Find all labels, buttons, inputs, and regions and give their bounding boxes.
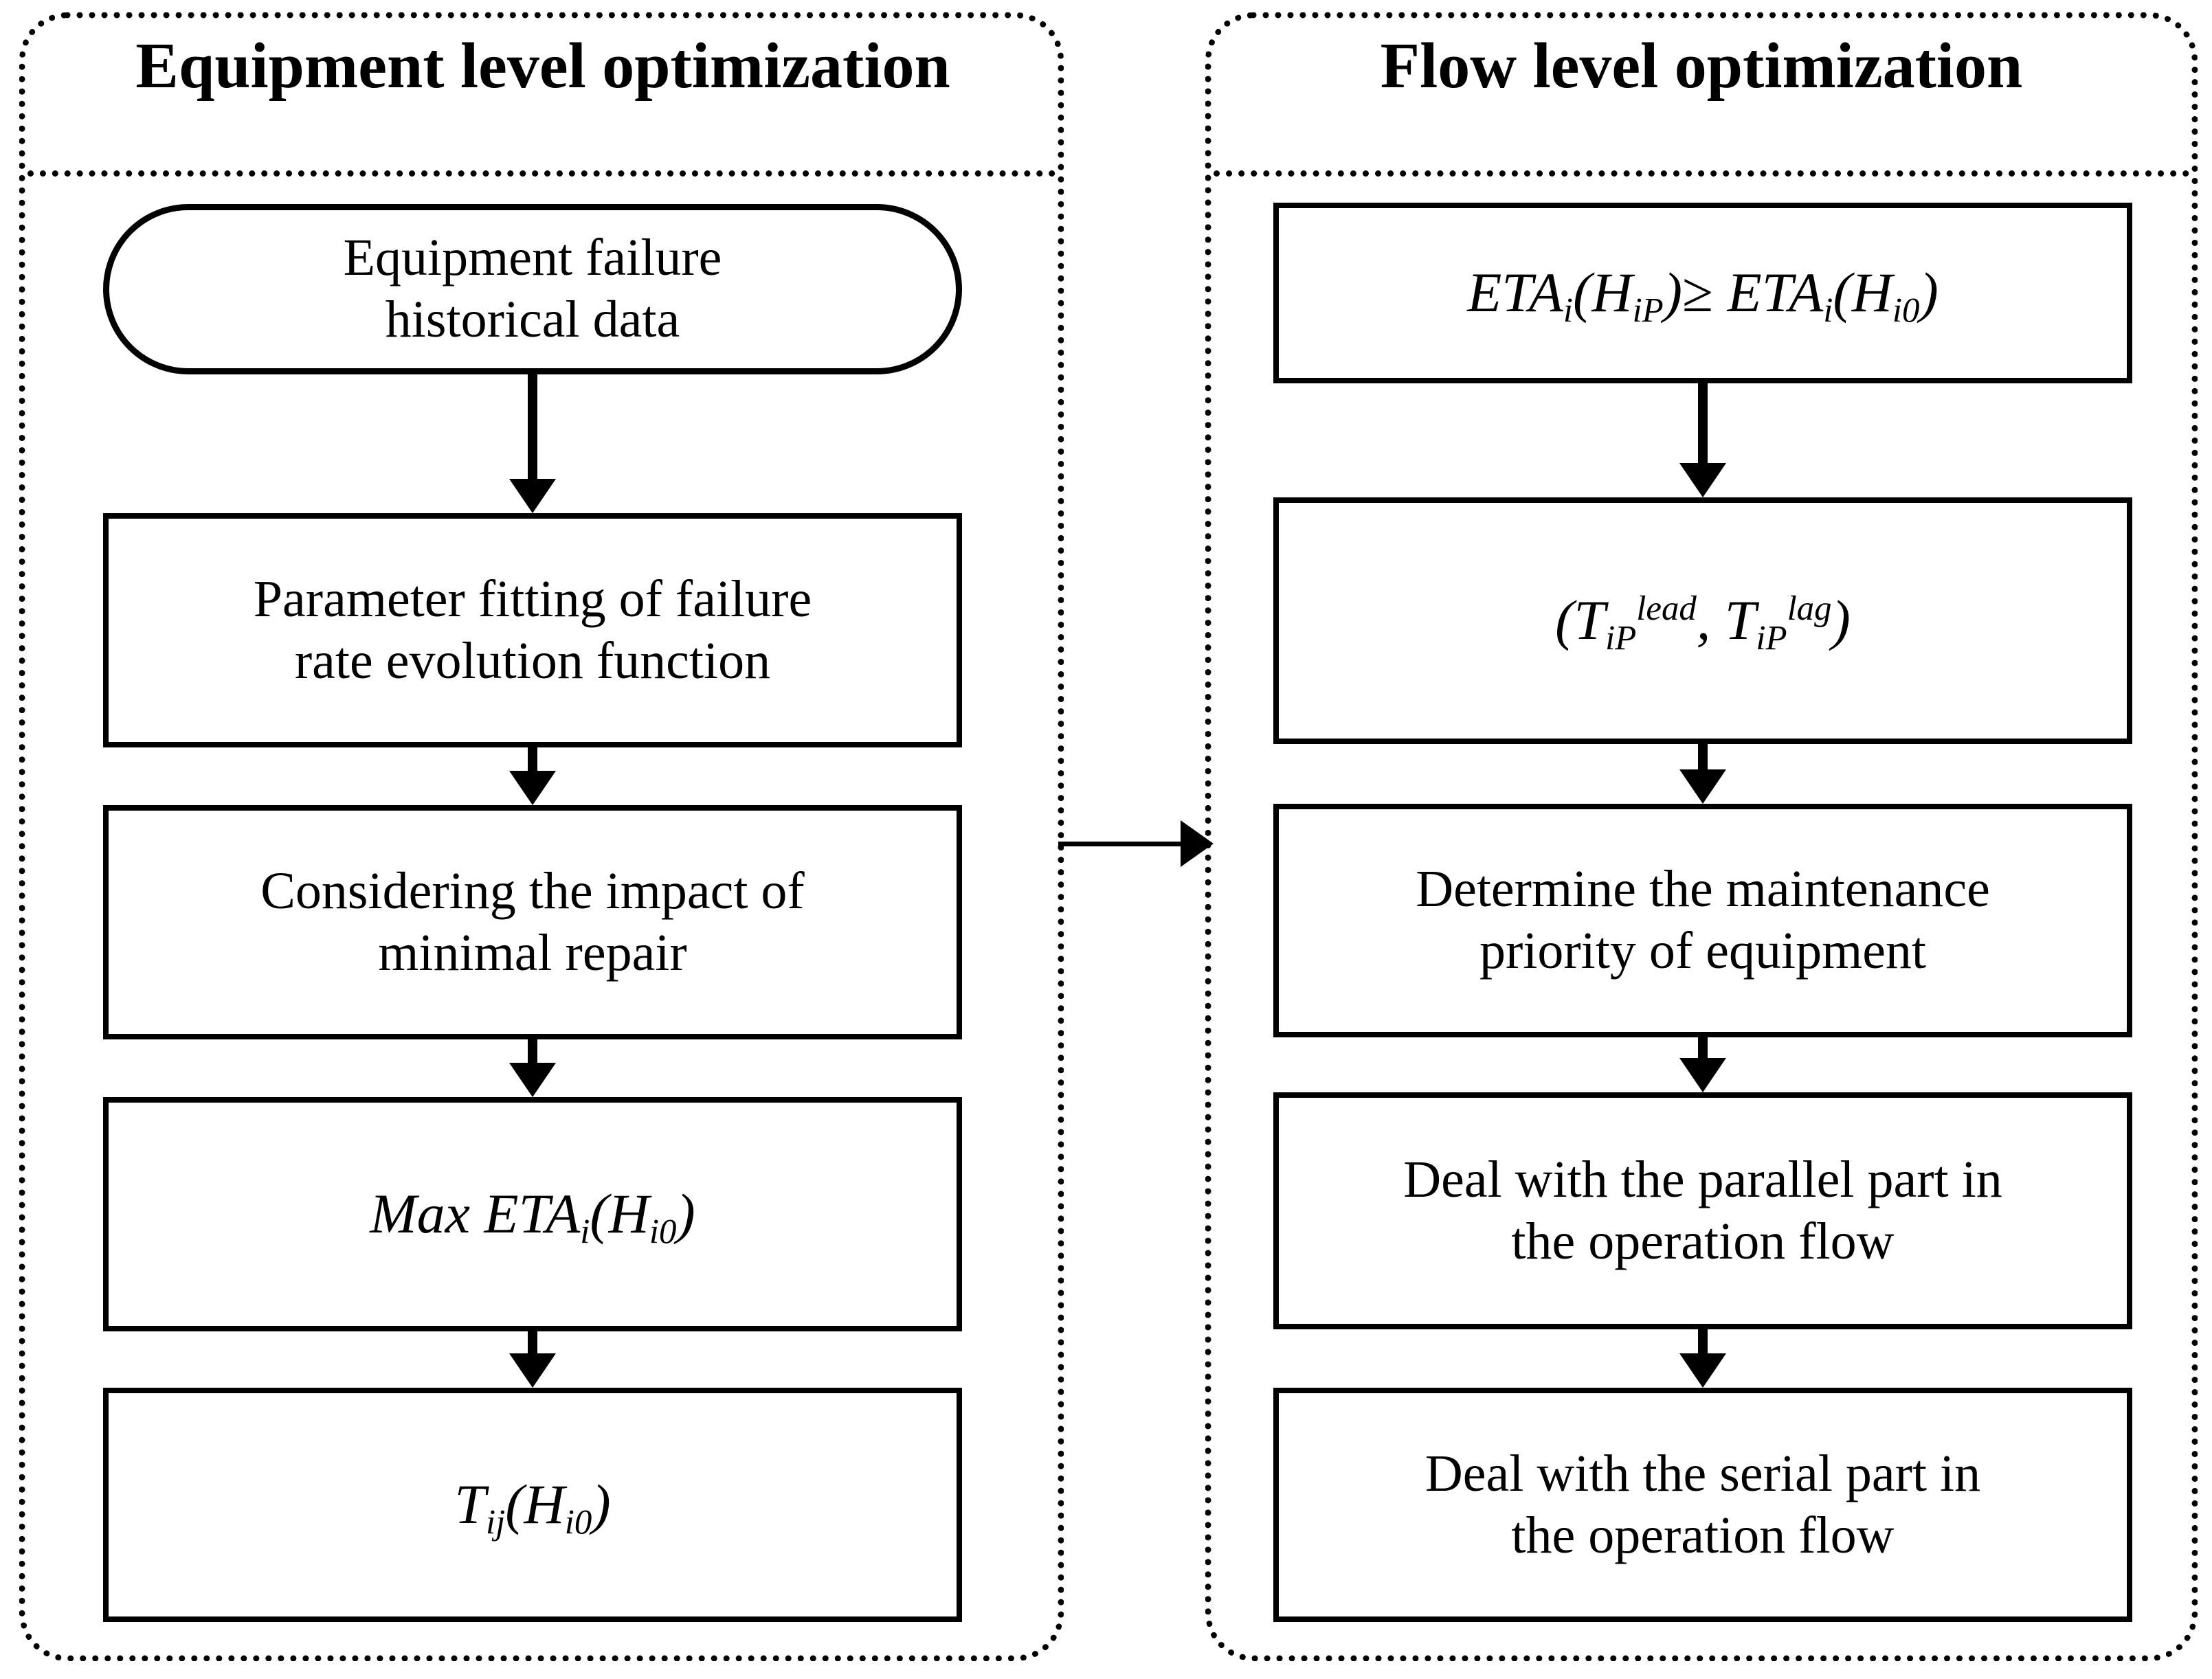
node-eta-i-hip-ge-eta-i-hi0: ETAi(HiP)≥ ETAi(Hi0) xyxy=(1273,203,2132,383)
math-fl-n1-lhs-sub: i xyxy=(1563,291,1574,330)
node-deal-with-the-serial-part-in-the-operation-flow: Deal with the serial part in the operati… xyxy=(1273,1388,2132,1622)
node-fl-n4-line1: Deal with the parallel part in xyxy=(1403,1150,2002,1208)
node-fl-n4-line2: the operation flow xyxy=(1511,1212,1895,1270)
arrow-shaft xyxy=(528,747,537,771)
node-eq-n2-line1: Parameter fitting of failure xyxy=(253,570,812,628)
math-eq-n4-open: ( xyxy=(590,1182,609,1246)
node-tip-lead-tip-lag: (TiPlead, TiPlag) xyxy=(1273,497,2132,744)
arrow-shaft xyxy=(1698,1037,1708,1058)
node-eq-n3-line2: minimal repair xyxy=(378,923,687,982)
arrow-head xyxy=(1679,1058,1726,1092)
math-fl-n2-sup1: lead xyxy=(1636,589,1697,628)
panel-equipment-level-title: Equipment level optimization xyxy=(135,30,950,102)
arrow-head xyxy=(1679,1353,1726,1388)
math-fl-n2-base1: T xyxy=(1574,589,1606,652)
arrow-shaft xyxy=(528,374,537,479)
panel-flow-level-title: Flow level optimization xyxy=(1380,30,2023,102)
node-determine-the-maintenance-priority-of-equipment: Determine the maintenance priority of eq… xyxy=(1273,804,2132,1037)
node-fl-n3-line2: priority of equipment xyxy=(1479,922,1927,980)
node-fl-n3-line1: Determine the maintenance xyxy=(1416,860,1990,919)
math-eq-n5-sub2: i0 xyxy=(564,1502,592,1542)
panel-flow-level xyxy=(1205,12,2198,1661)
node-considering-the-impact-of-minimal-repair: Considering the impact of minimal repair xyxy=(103,805,962,1039)
math-eq-n5-close: ) xyxy=(592,1473,611,1536)
math-fl-n1-lhs-arg-sub: iP xyxy=(1632,291,1664,330)
arrow-head xyxy=(509,1063,556,1097)
arrow-shaft xyxy=(1698,1329,1708,1353)
arrow-shaft xyxy=(1058,842,1183,846)
arrow-shaft xyxy=(1698,383,1708,463)
arrow-head xyxy=(509,479,556,513)
math-fl-n2-base2: T xyxy=(1724,589,1756,652)
math-eq-n4-sub1: i xyxy=(580,1212,590,1251)
math-fl-n1-rhs-arg-sub: i0 xyxy=(1892,291,1920,330)
math-fl-n2-sup2: lag xyxy=(1787,589,1832,628)
node-parameter-fitting-of-failure-rate-evolution-function: Parameter fitting of failure rate evolut… xyxy=(103,513,962,747)
math-fl-n1-lhs-name: ETA xyxy=(1467,261,1563,324)
math-eq-n4-base: H xyxy=(608,1182,649,1246)
node-eq-n2-line2: rate evolution function xyxy=(294,631,771,690)
node-eq-n1-line2: historical data xyxy=(385,291,680,348)
node-fl-n5-line1: Deal with the serial part in xyxy=(1425,1444,1981,1502)
math-eq-n5-base1: T xyxy=(454,1473,486,1536)
arrow-shaft xyxy=(1698,744,1708,769)
arrow-head xyxy=(509,1353,556,1388)
arrow-head xyxy=(509,771,556,805)
math-fl-n2-open: ( xyxy=(1555,589,1574,652)
arrow-shaft xyxy=(528,1039,537,1063)
math-fl-n1-relation: ≥ xyxy=(1682,261,1714,324)
arrow-head xyxy=(1679,463,1726,497)
math-eq-n5-base2: H xyxy=(524,1473,565,1536)
math-fl-n2-sub2: iP xyxy=(1756,618,1787,657)
node-deal-with-the-parallel-part-in-the-operation-flow: Deal with the parallel part in the opera… xyxy=(1273,1092,2132,1329)
math-fl-n2-sub1: iP xyxy=(1605,618,1637,657)
math-fl-n1-rhs-name: ETA xyxy=(1727,261,1824,324)
math-fl-n2-close: ) xyxy=(1831,589,1851,652)
math-fl-n1-lhs-arg: H xyxy=(1591,261,1633,324)
math-eq-n4-sub2: i0 xyxy=(649,1212,677,1251)
math-eq-n5-sub1: ij xyxy=(485,1502,506,1542)
node-t-ij-h-i0: Tij(Hi0) xyxy=(103,1388,962,1622)
node-max-eta-i-h-i0: Max ETAi(Hi0) xyxy=(103,1097,962,1331)
math-fl-n2-sep: , xyxy=(1696,589,1725,652)
panel-equipment-level-divider xyxy=(27,170,1055,177)
node-eq-n1-line1: Equipment failure xyxy=(343,229,722,287)
panel-flow-level-divider xyxy=(1214,170,2189,177)
math-eq-n5-open: ( xyxy=(505,1473,524,1536)
node-equipment-failure-historical-data: Equipment failure historical data xyxy=(103,204,962,374)
arrow-shaft xyxy=(528,1331,537,1353)
panel-equipment-level xyxy=(19,12,1064,1661)
math-fl-n1-rhs-sub: i xyxy=(1823,291,1833,330)
math-fl-n1-rhs-arg: H xyxy=(1851,261,1892,324)
node-eq-n3-line1: Considering the impact of xyxy=(260,861,805,920)
math-eq-n4-close: ) xyxy=(676,1182,695,1246)
math-eq-n4-prefix: Max ETA xyxy=(370,1182,581,1246)
node-fl-n5-line2: the operation flow xyxy=(1511,1506,1895,1564)
arrow-head xyxy=(1679,769,1726,804)
